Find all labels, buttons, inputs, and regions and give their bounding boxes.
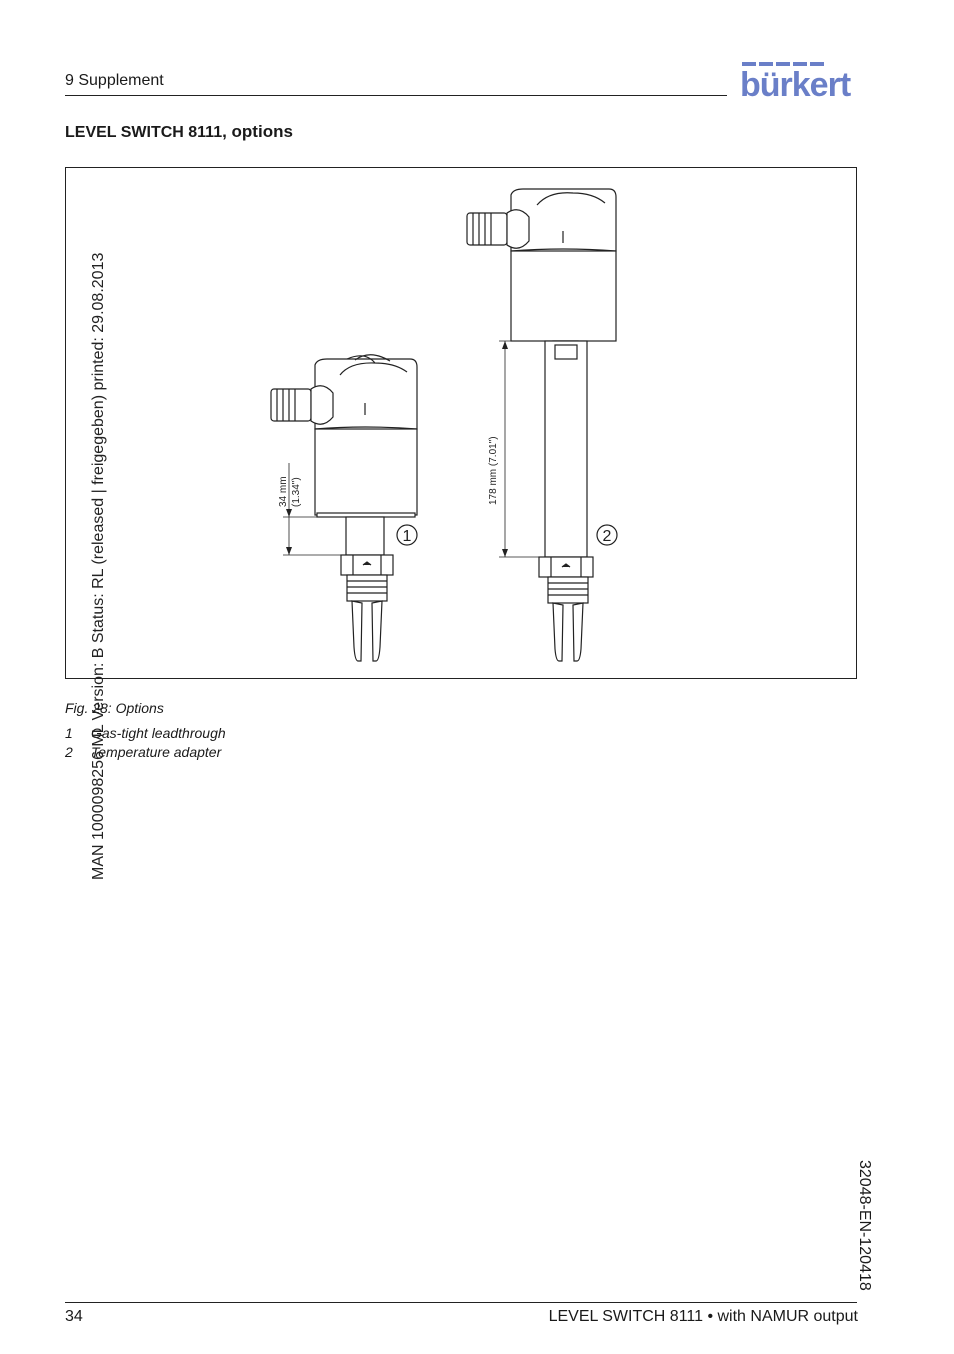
figure-caption: Fig. 28: Options xyxy=(65,700,164,716)
figure-frame xyxy=(65,167,857,679)
dimension-178mm: 178 mm (7.01") xyxy=(488,436,499,505)
legend-item-1: 1 Gas-tight leadthrough xyxy=(65,725,226,741)
title-suffix: , options xyxy=(222,122,293,141)
footer-rule xyxy=(65,1302,857,1303)
legend-num-2: 2 xyxy=(65,744,73,760)
device-2-temperature-adapter xyxy=(466,188,617,662)
document-code: 32048-EN-120418 xyxy=(856,1160,873,1291)
document-status-watermark: MAN 1000098256 ML Version: B Status: RL … xyxy=(90,252,107,880)
burkert-logo: bürkert xyxy=(740,62,852,102)
device-1-gas-tight xyxy=(270,354,418,662)
legend-text-2: Temperature adapter xyxy=(91,744,222,760)
callout-1-label: 1 xyxy=(403,528,412,545)
dimension-34mm: 34 mm xyxy=(278,476,289,507)
title-main: LEVEL SWITCH 8111 xyxy=(65,124,223,141)
page-title: LEVEL SWITCH 8111, options xyxy=(65,122,293,142)
options-drawing: 1 2 34 mm (1.34") 178 mm (7.01") xyxy=(270,188,618,662)
svg-text:bürkert: bürkert xyxy=(740,66,851,102)
footer-title: LEVEL SWITCH 8111 • with NAMUR output xyxy=(548,1308,858,1325)
section-heading: 9 Supplement xyxy=(65,72,164,89)
dimension-134in: (1.34") xyxy=(291,477,302,507)
header-rule xyxy=(65,95,727,96)
callout-2-label: 2 xyxy=(603,528,612,545)
legend-text-1: Gas-tight leadthrough xyxy=(91,725,226,741)
legend-num-1: 1 xyxy=(65,725,73,741)
callout-1-circle xyxy=(396,524,418,546)
callout-2-circle xyxy=(596,524,618,546)
page-number: 34 xyxy=(65,1308,83,1325)
legend-item-2: 2 Temperature adapter xyxy=(65,744,221,760)
